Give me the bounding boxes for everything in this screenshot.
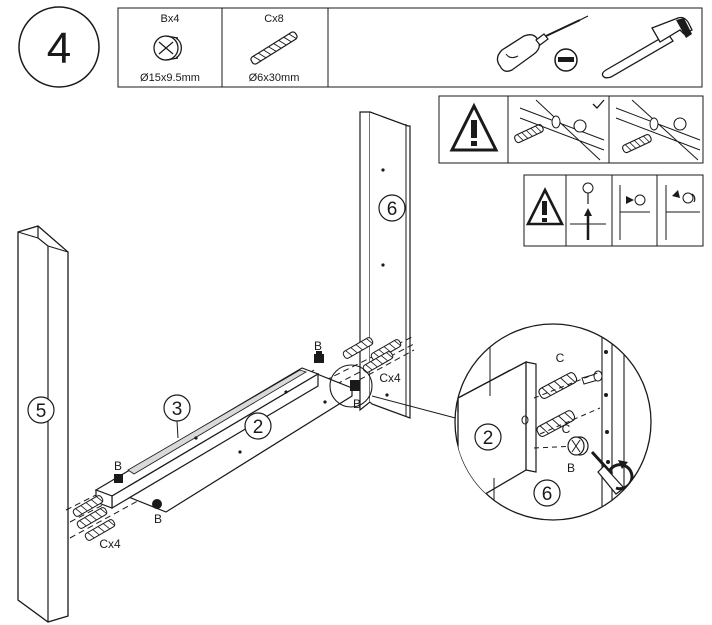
detail-label-c-bottom: C	[562, 422, 571, 436]
label-b-left-top: B	[114, 459, 122, 473]
cam-lock-left-top	[114, 474, 123, 483]
hardware-b-code: Bx4	[161, 13, 180, 25]
detail-label-c-top: C	[556, 351, 565, 365]
warning-triangle-icon	[525, 187, 565, 226]
detail-label-b: B	[567, 461, 575, 475]
dowels-right	[342, 337, 402, 373]
part-number-2: 2	[244, 412, 272, 440]
svg-text:5: 5	[36, 401, 47, 422]
part-number-5: 5	[27, 396, 55, 424]
label-cx4-left: Cx4	[99, 537, 121, 551]
step-number-badge: 4	[18, 6, 100, 88]
warning-box-cam-lock	[523, 174, 704, 247]
detail-part-number-6: 6	[533, 479, 561, 507]
svg-text:3: 3	[172, 399, 183, 420]
dowels-left	[72, 495, 116, 541]
hardware-c-code: Cx8	[264, 13, 284, 25]
cam-lock-icon	[153, 35, 182, 61]
dowel-incorrect-icon	[615, 99, 701, 161]
label-cx4-right: Cx4	[379, 371, 401, 385]
hardware-b-size: Ø15x9.5mm	[140, 72, 200, 84]
warning-triangle-icon	[449, 102, 499, 152]
step-number: 4	[47, 24, 71, 73]
cam-lock-steps-icon	[570, 182, 700, 240]
screwdriver-detail-icon	[590, 450, 634, 495]
hardware-box: Bx4 Ø15x9.5mm Cx8 Ø6x30mm	[117, 7, 703, 88]
cam-lock-top	[314, 351, 324, 363]
svg-text:2: 2	[483, 428, 494, 449]
left-side-panel: 5	[17, 225, 69, 623]
minus-sign-icon	[554, 48, 578, 72]
hammer-icon	[601, 16, 693, 79]
warning-box-dowel	[438, 95, 704, 164]
label-b-circle: B	[353, 397, 361, 411]
svg-text:6: 6	[542, 484, 553, 505]
screwdriver-icon	[496, 15, 589, 72]
detail-callout-circle: B Cx4	[329, 364, 464, 421]
part-number-3: 3	[163, 394, 191, 439]
rail-assembly: 3 2 B B B C	[65, 335, 415, 551]
hardware-c-size: Ø6x30mm	[249, 72, 300, 84]
label-b-top: B	[314, 339, 322, 353]
dowel-icon	[514, 99, 605, 161]
cam-lock-left-bottom	[152, 499, 162, 509]
part-number-6: 6	[378, 194, 406, 222]
magnified-detail: 2 6 C C B	[454, 323, 652, 521]
wooden-dowel-icon	[250, 31, 298, 65]
correct-check-icon	[592, 99, 605, 109]
svg-text:6: 6	[387, 199, 398, 220]
label-b-left-bottom: B	[154, 512, 162, 526]
cam-lock-detail-icon	[567, 436, 589, 456]
svg-text:2: 2	[253, 417, 264, 438]
detail-part-number-2: 2	[474, 423, 502, 451]
